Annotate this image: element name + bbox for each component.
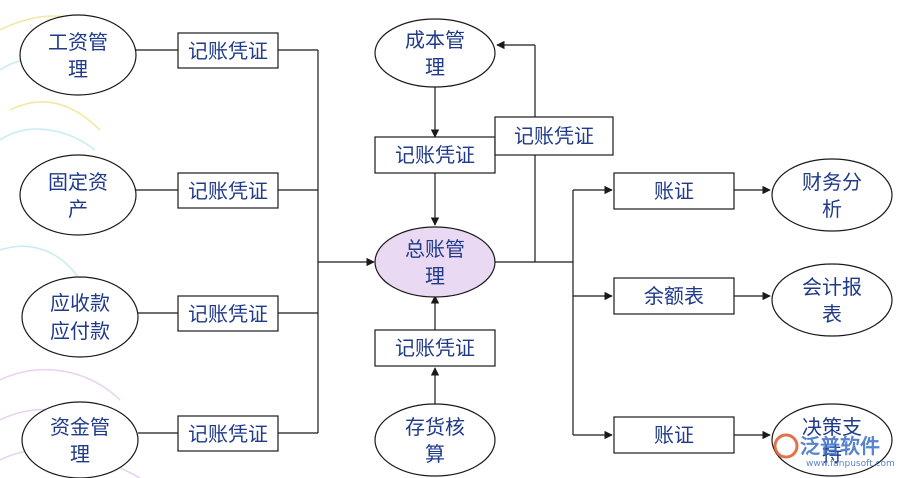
node-salary-line2: 理 [68,57,88,81]
node-funds: 资金管 理 [21,401,139,478]
node-general-ledger-line1: 总账管 [405,237,465,261]
node-funds-line2: 理 [70,442,90,466]
box-balance-sheet: 余额表 [613,277,735,315]
node-inventory: 存货核 算 [374,403,496,477]
node-receivables-line2: 应付款 [50,319,110,343]
box-voucher-receivables: 记账凭证 [177,295,279,332]
node-salary-line1: 工资管 [48,30,108,54]
node-decision-support: 决策支 持 [771,403,893,477]
node-inventory-line2: 算 [425,442,445,466]
node-general-ledger: 总账管 理 [374,226,496,298]
node-cost-line2: 理 [425,55,445,79]
box-voucher-receivables-label: 记账凭证 [188,302,268,326]
box-ledger-1-label: 账证 [654,179,694,203]
node-accounting-reports-line2: 表 [822,302,842,326]
node-general-ledger-line2: 理 [425,264,445,288]
box-voucher-cost-in-label: 记账凭证 [395,143,475,167]
node-decision-support-line1: 决策支 [802,415,862,439]
box-ledger-1: 账证 [613,172,735,210]
node-fixed-assets-line2: 产 [68,197,88,221]
box-voucher-salary: 记账凭证 [177,32,279,69]
brand-watermark-name: 泛普软件 [800,434,880,458]
box-ledger-2: 账证 [613,416,735,454]
node-cost: 成本管 理 [374,18,496,88]
box-voucher-inventory-label: 记账凭证 [395,336,475,360]
node-cost-line1: 成本管 [405,28,465,52]
box-voucher-cost-in: 记账凭证 [374,136,496,174]
right-connectors [495,40,771,440]
brand-watermark-url: www.fanpusoft.com [806,459,895,469]
brand-watermark: 泛普软件 www.fanpusoft.com [773,433,895,469]
box-voucher-inventory: 记账凭证 [374,329,496,367]
node-funds-line1: 资金管 [50,415,110,439]
node-financial-analysis: 财务分 析 [771,158,893,232]
box-voucher-fixed-label: 记账凭证 [188,179,268,203]
node-fixed-assets: 固定资 产 [19,154,137,236]
node-accounting-reports-line1: 会计报 [802,275,862,299]
node-inventory-line1: 存货核 [405,415,465,439]
node-fixed-assets-line1: 固定资 [48,170,108,194]
box-voucher-funds: 记账凭证 [177,415,279,452]
node-financial-analysis-line1: 财务分 [802,170,862,194]
box-voucher-fixed: 记账凭证 [177,172,279,209]
node-decision-support-line2: 持 [822,442,842,466]
node-receivables-line1: 应收款 [50,291,110,315]
brand-logo-icon [773,433,799,459]
left-connectors [136,49,375,434]
node-salary: 工资管 理 [19,14,137,96]
node-receivables: 应收款 应付款 [21,276,139,358]
node-accounting-reports: 会计报 表 [771,263,893,337]
node-financial-analysis-line2: 析 [822,197,842,221]
box-balance-sheet-label: 余额表 [644,284,704,308]
box-ledger-2-label: 账证 [654,423,694,447]
box-voucher-salary-label: 记账凭证 [188,39,268,63]
box-voucher-cost-out: 记账凭证 [494,116,614,156]
box-voucher-cost-out-label: 记账凭证 [514,124,594,148]
box-voucher-funds-label: 记账凭证 [188,422,268,446]
